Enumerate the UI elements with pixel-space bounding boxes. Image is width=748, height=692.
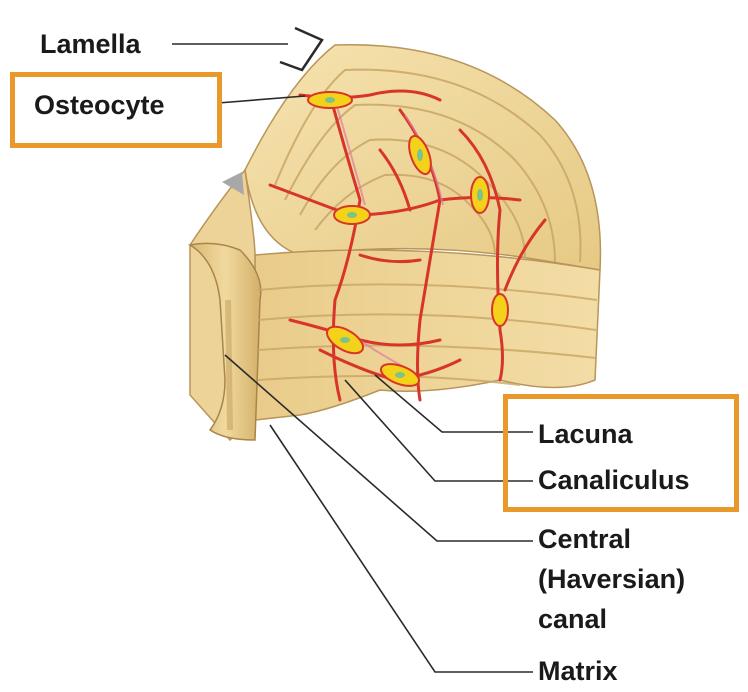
- central-canal-label-line1: Central: [538, 524, 632, 554]
- central-canal-label-line2: (Haversian): [538, 564, 686, 594]
- leader-lines: [172, 43, 533, 673]
- matrix-label: Matrix: [538, 656, 618, 686]
- central-canal-groove: [187, 242, 262, 441]
- bone-front-face: [254, 249, 601, 421]
- osteocyte-label: Osteocyte: [34, 90, 165, 120]
- gray-notch: [222, 172, 244, 195]
- central-canal-leader: [224, 354, 533, 542]
- lacuna-label: Lacuna: [538, 419, 633, 449]
- lamella-bracket: [279, 26, 324, 72]
- lamella-strata: [257, 283, 598, 386]
- canal-edge-shadow: [225, 299, 233, 431]
- osteocyte-leader: [217, 95, 306, 104]
- lamella-rings: [274, 68, 582, 263]
- canaliculus-leader: [344, 379, 533, 482]
- lacuna-canaliculus-highlight-box: [503, 394, 739, 512]
- osteocyte-highlight-box: [10, 72, 222, 148]
- lacuna-leader: [374, 374, 533, 433]
- lamella-label: Lamella: [40, 29, 141, 59]
- matrix-leader: [269, 424, 533, 673]
- osteocyte-nuclei: [325, 97, 483, 378]
- canaliculus-label: Canaliculus: [538, 465, 690, 495]
- central-canal-label-line3: canal: [538, 604, 608, 634]
